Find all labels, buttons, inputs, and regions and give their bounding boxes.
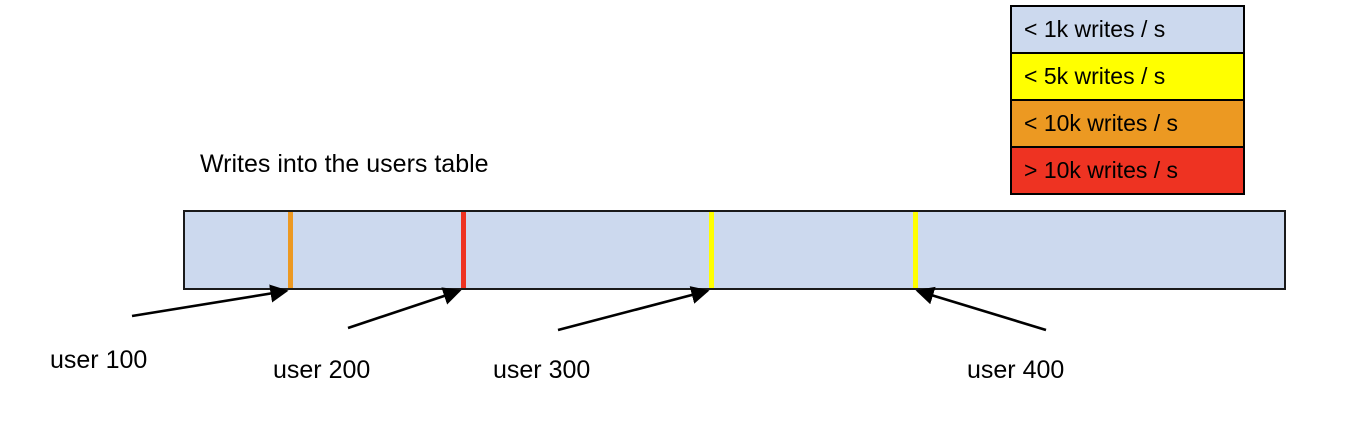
legend-item-label: < 5k writes / s <box>1024 63 1166 89</box>
legend-item-label: < 1k writes / s <box>1024 16 1166 42</box>
callout-label-user-400: user 400 <box>967 356 1065 384</box>
chart-title: Writes into the users table <box>200 150 489 178</box>
hot-row-stripe-user-300 <box>709 212 714 288</box>
legend-item-label: < 10k writes / s <box>1024 110 1179 136</box>
callout-label-user-100: user 100 <box>50 346 148 374</box>
users-table-keyrange-bar <box>183 210 1286 290</box>
hot-row-stripe-user-400 <box>913 212 918 288</box>
legend-item-under-1k: < 1k writes / s <box>1012 7 1243 54</box>
legend-item-label: > 10k writes / s <box>1024 157 1179 183</box>
callout-arrow-user-100 <box>131 284 289 318</box>
hot-row-stripe-user-100 <box>288 212 293 288</box>
callout-arrow-user-400 <box>915 286 1047 332</box>
callout-arrow-user-300 <box>557 286 710 332</box>
callout-arrow-user-200 <box>347 287 462 330</box>
write-rate-legend: < 1k writes / s < 5k writes / s < 10k wr… <box>1010 5 1245 195</box>
legend-item-under-5k: < 5k writes / s <box>1012 54 1243 101</box>
callout-label-user-200: user 200 <box>273 356 371 384</box>
legend-item-under-10k: < 10k writes / s <box>1012 101 1243 148</box>
legend-item-over-10k: > 10k writes / s <box>1012 148 1243 193</box>
hot-row-stripe-user-200 <box>461 212 466 288</box>
callout-label-user-300: user 300 <box>493 356 591 384</box>
